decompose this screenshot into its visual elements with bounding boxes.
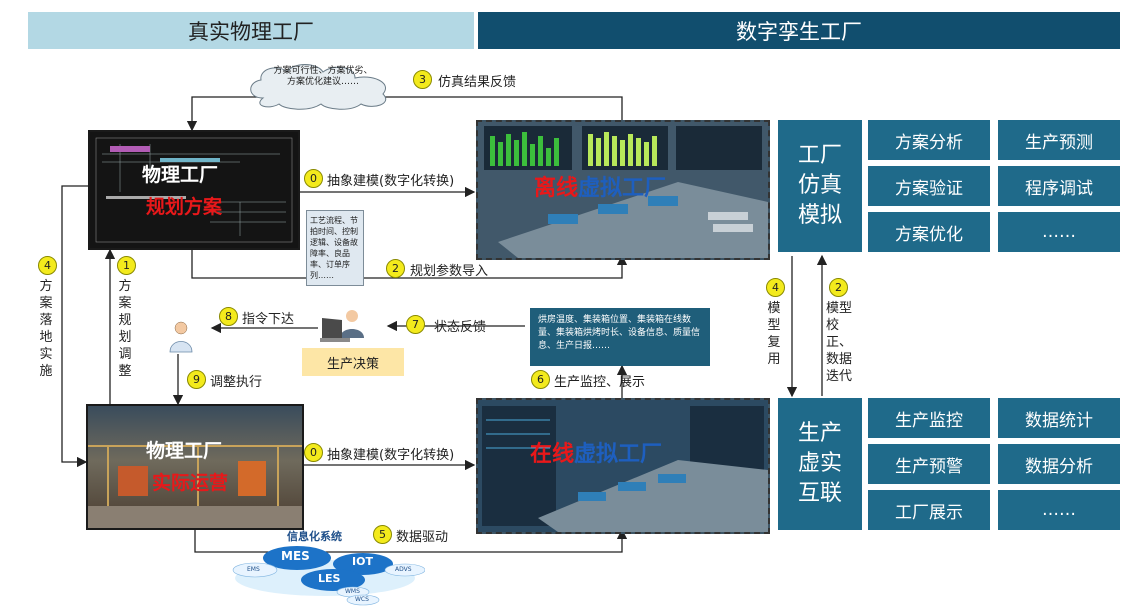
- rt-item-3: 生产预警: [868, 444, 990, 484]
- plan-title-1: 物理工厂: [142, 164, 219, 186]
- step-4-label: 方案落地实施: [39, 279, 53, 379]
- ops-title-1: 物理工厂: [146, 440, 223, 462]
- step-2-label: 规划参数导入: [410, 264, 489, 279]
- offline-virtual-factory: 离线虚拟工厂: [476, 120, 770, 260]
- arrow-param-import: [191, 247, 628, 279]
- rt-item-2: 数据统计: [998, 398, 1120, 438]
- step-6-label: 生产监控、展示: [554, 375, 646, 390]
- model-reuse-badge: 4: [766, 278, 785, 297]
- step-8-badge: 8: [219, 307, 238, 326]
- blueprint-drawing: [95, 137, 293, 243]
- rt-item-6: ……: [998, 490, 1120, 530]
- rt-item-5: 工厂展示: [868, 490, 990, 530]
- step-1-label: 方案规划调整: [118, 279, 132, 379]
- header-digital-twin: 数字孪生工厂: [478, 12, 1120, 49]
- info-system: 信息化系统 MES IOT LES EMS ADVS WMS WCS: [215, 524, 425, 606]
- production-decision-box: 生产决策: [302, 348, 404, 376]
- factory-photo: [88, 445, 302, 528]
- sim-block-title-text: 工厂仿真模拟: [797, 143, 842, 228]
- step-6-badge: 6: [531, 370, 550, 389]
- infosys-ems: EMS: [247, 566, 260, 573]
- param-note: 工艺流程、节拍时间、控制逻辑、设备故障率、良品率、订单序列……: [306, 210, 364, 286]
- status-note: 烘房温度、集装箱位置、集装箱在线数量、集装箱烘烤时长、设备信息、质量信息、生产日…: [530, 308, 710, 366]
- sim-item-5: 方案优化: [868, 212, 990, 252]
- step-8-label: 指令下达: [242, 312, 295, 327]
- online-title: 在线虚拟工厂: [530, 436, 662, 468]
- infosys-les: LES: [318, 572, 341, 585]
- step-1-badge: 1: [117, 256, 136, 275]
- step-0a-label: 抽象建模(数字化转换): [327, 174, 455, 189]
- model-correct-label: 模型校正、数据迭代: [826, 301, 853, 384]
- step-4-badge: 4: [38, 256, 57, 275]
- step-0b-badge: 0: [304, 443, 323, 462]
- step-5-badge: 5: [373, 525, 392, 544]
- model-correct-badge: 2: [829, 278, 848, 297]
- rt-item-1: 生产监控: [868, 398, 990, 438]
- step-2-badge: 2: [386, 259, 405, 278]
- online-3d-scene: [478, 400, 768, 532]
- sim-item-1: 方案分析: [868, 120, 990, 160]
- step-0a-badge: 0: [304, 169, 323, 188]
- infosys-title: 信息化系统: [287, 530, 342, 543]
- step-3-label: 仿真结果反馈: [438, 75, 517, 90]
- step-0b-label: 抽象建模(数字化转换): [327, 448, 455, 463]
- cloud-text: 方案可行性、方案优劣、方案优化建议……: [273, 66, 373, 87]
- online-virtual-factory: 在线虚拟工厂: [476, 398, 770, 534]
- offline-title: 离线虚拟工厂: [534, 170, 666, 202]
- physical-plan-card: 物理工厂 规划方案: [88, 130, 300, 250]
- sim-block-title: 工厂仿真模拟: [778, 120, 862, 252]
- offline-title-b: 虚拟工厂: [578, 176, 667, 201]
- online-title-b: 虚拟工厂: [574, 442, 663, 467]
- step-9-badge: 9: [187, 370, 206, 389]
- sim-item-4: 程序调试: [998, 166, 1120, 206]
- header-real-factory: 真实物理工厂: [28, 12, 474, 49]
- infosys-wcs: WCS: [355, 596, 369, 603]
- online-title-a: 在线: [530, 442, 575, 467]
- step-9-label: 调整执行: [210, 375, 263, 390]
- step-5-label: 数据驱动: [396, 530, 449, 545]
- rt-item-4: 数据分析: [998, 444, 1120, 484]
- infosys-wms: WMS: [345, 588, 360, 595]
- arrow-feedback: [186, 96, 623, 132]
- physical-ops-card: 物理工厂 实际运营: [86, 404, 304, 530]
- arrow-data-driven: [194, 528, 628, 553]
- offline-title-a: 离线: [534, 176, 579, 201]
- infosys-mes: MES: [281, 549, 310, 563]
- offline-3d-scene: [478, 122, 768, 258]
- infosys-iot: IOT: [352, 555, 373, 568]
- step-7-badge: 7: [406, 315, 425, 334]
- sim-item-6: ……: [998, 212, 1120, 252]
- infosys-ados: ADVS: [395, 566, 412, 573]
- ops-title-2: 实际运营: [152, 472, 229, 494]
- rt-block-title: 生产虚实互联: [778, 398, 862, 530]
- infosys-discs: [232, 546, 425, 606]
- person-icon: [169, 321, 193, 353]
- cloud-shape: [250, 64, 386, 110]
- sim-item-2: 生产预测: [998, 120, 1120, 160]
- arrow-implement: [61, 185, 88, 468]
- model-reuse-label: 模型复用: [767, 301, 781, 367]
- step-3-badge: 3: [413, 70, 432, 89]
- step-7-label: 状态反馈: [434, 320, 487, 335]
- laptop-user-icon: [320, 310, 364, 342]
- sim-item-3: 方案验证: [868, 166, 990, 206]
- rt-block-title-text: 生产虚实互联: [797, 421, 842, 506]
- plan-title-2: 规划方案: [146, 196, 223, 218]
